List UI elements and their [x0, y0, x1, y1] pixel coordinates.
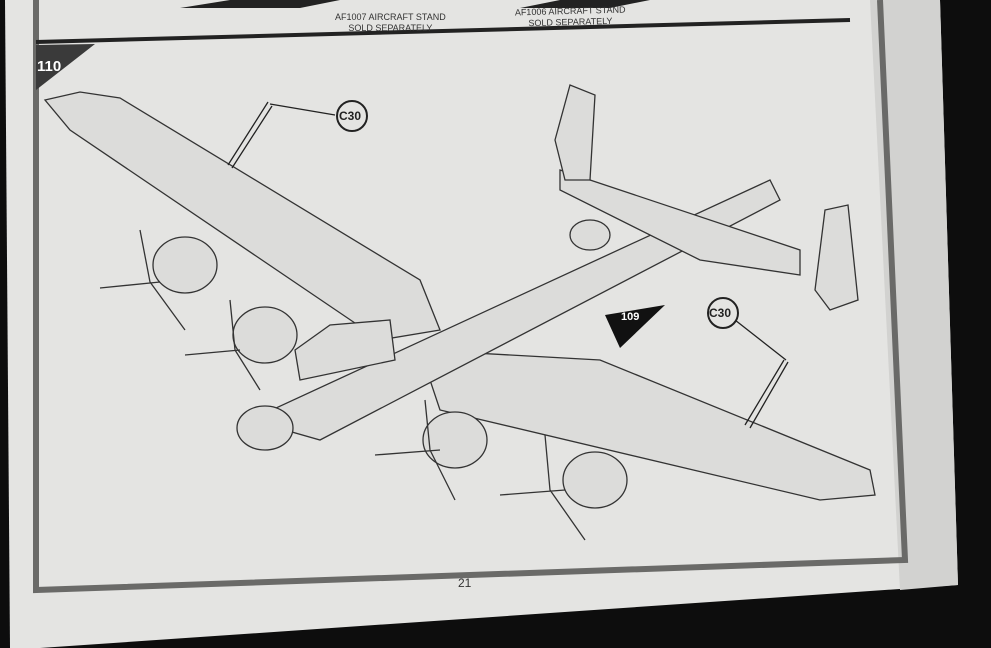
stand-caption-af1006: AF1006 AIRCRAFT STAND SOLD SEPARATELY	[515, 5, 626, 30]
callout-bubble	[707, 297, 739, 329]
reference-step-marker	[605, 305, 665, 348]
part-callout-c30: C30	[709, 306, 732, 320]
stand-caption-af1007: AF1007 AIRCRAFT STAND SOLD SEPARATELY	[335, 12, 446, 34]
page-number: 21	[458, 576, 472, 590]
caption-line: AF1007 AIRCRAFT STAND	[335, 12, 446, 22]
callout-bubble	[336, 100, 368, 132]
step-number: 110	[37, 58, 62, 75]
step-number-tab	[36, 44, 95, 90]
aircraft-drawing	[43, 84, 876, 541]
step-frame	[33, 0, 909, 594]
attachment-arrows	[227, 101, 789, 429]
reference-step-number: 109	[621, 311, 640, 323]
caption-line: SOLD SEPARATELY	[348, 23, 433, 33]
part-callout-c30: C30	[339, 109, 362, 123]
